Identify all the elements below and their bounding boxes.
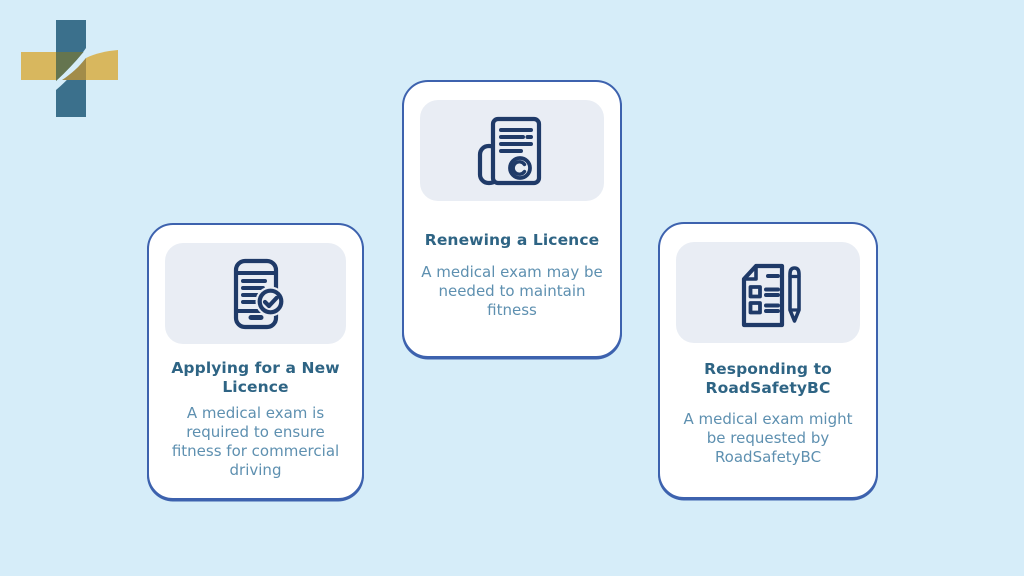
card-body: A medical exam might be requested by Roa…: [660, 410, 876, 467]
title-line: Applying for a New: [171, 359, 340, 377]
card-applying-new-licence: Applying for a New Licence A medical exa…: [147, 223, 364, 500]
logo-gold-right-arm: [86, 50, 118, 80]
body-line: needed to maintain: [438, 282, 586, 300]
title-line: Renewing a Licence: [424, 231, 600, 249]
body-line: driving: [229, 461, 282, 479]
card-title: Applying for a New Licence: [149, 359, 362, 397]
card-responding-roadsafetybc: Responding to RoadSafetyBC A medical exa…: [658, 222, 878, 499]
card-title: Renewing a Licence: [404, 231, 620, 250]
medical-cross-logo: [21, 20, 118, 117]
body-line: RoadSafetyBC: [714, 448, 822, 466]
body-line: be requested by: [706, 429, 830, 447]
body-line: fitness: [487, 301, 537, 319]
card-body: A medical exam is required to ensure fit…: [149, 404, 362, 480]
title-line: Licence: [222, 378, 289, 396]
phone-checklist-icon: [233, 258, 285, 329]
body-line: A medical exam may be: [421, 263, 603, 281]
body-line: fitness for commercial: [171, 442, 340, 460]
icon-panel: [165, 243, 346, 344]
newspaper-copyright-icon: [477, 116, 542, 185]
icon-panel: [420, 100, 604, 201]
title-line: RoadSafetyBC: [705, 379, 831, 397]
body-line: required to ensure: [186, 423, 325, 441]
body-line: A medical exam is: [186, 404, 325, 422]
icon-panel: [676, 242, 860, 343]
card-renewing-licence: Renewing a Licence A medical exam may be…: [402, 80, 622, 358]
card-body: A medical exam may be needed to maintain…: [404, 263, 620, 320]
body-line: A medical exam might: [683, 410, 853, 428]
logo-gold-left-arm: [21, 52, 56, 80]
title-line: Responding to: [704, 360, 832, 378]
logo-overlap-olive: [56, 52, 84, 81]
card-title: Responding to RoadSafetyBC: [660, 360, 876, 398]
form-pencil-icon: [741, 263, 801, 327]
logo-overlap-dark-gold: [62, 58, 86, 80]
